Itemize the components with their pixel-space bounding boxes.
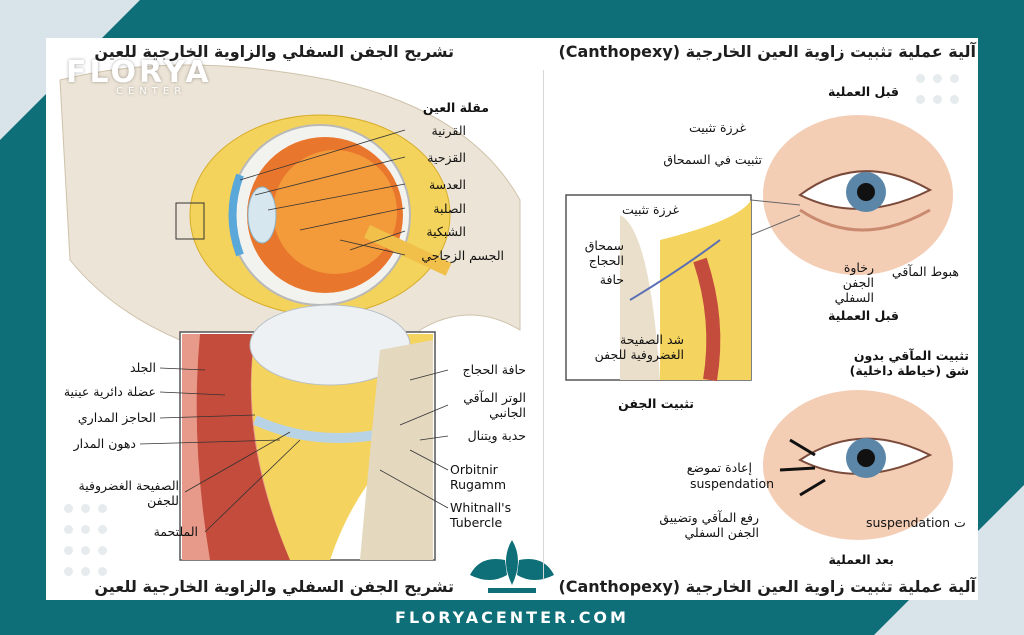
brand-sub: CENTER bbox=[116, 86, 187, 97]
label-whitnall-tubercle-ar: حدبة ويتنال bbox=[467, 428, 526, 443]
label-whitnall-en: Whitnall's Tubercle bbox=[450, 500, 512, 530]
left-title-bottom: تشريح الجفن السفلي والزاوية الخارجية للع… bbox=[94, 577, 454, 596]
lens bbox=[247, 186, 277, 244]
after-pupil bbox=[857, 449, 875, 467]
label-septum: الحاجز المداري bbox=[77, 410, 156, 425]
website-footer[interactable]: FLORYACENTER.COM bbox=[395, 608, 629, 627]
label-eyeball: مقلة العين bbox=[422, 100, 489, 115]
label-lift-canthus: رفع المآقي وتضييق الجفن السفلي bbox=[659, 510, 759, 540]
label-inset-tarsal-tighten: شد الصفيحة الغضروفية للجفن bbox=[594, 332, 684, 362]
arrow-3 bbox=[799, 478, 826, 497]
dot-pattern-right bbox=[912, 70, 963, 112]
center-divider bbox=[543, 70, 544, 580]
orbital-rim bbox=[360, 340, 433, 560]
label-cornea: القرنية bbox=[431, 123, 466, 138]
inset-muscle bbox=[693, 257, 721, 382]
label-skin: الجلد bbox=[129, 360, 156, 375]
label-before-op: قبل العملية bbox=[828, 84, 899, 99]
zoom-line-1 bbox=[750, 199, 801, 206]
leaf-logo-icon bbox=[470, 540, 554, 593]
zoom-line-2 bbox=[750, 214, 801, 236]
label-conjunctiva: الملتحمة bbox=[153, 524, 198, 539]
label-vitreous: الجسم الزجاجي bbox=[421, 248, 504, 263]
label-lateral-canthal-tendon: الوتر المآقي الجانبي bbox=[463, 390, 526, 420]
label-orbital-rim: حافة الحجاج bbox=[462, 362, 526, 377]
inset-suture bbox=[629, 239, 721, 301]
label-lens: العدسة bbox=[428, 177, 466, 192]
label-iris: القزحية bbox=[427, 150, 466, 165]
label-retina: الشبكية bbox=[426, 224, 466, 239]
dot-pattern-left bbox=[60, 500, 111, 584]
label-method-title: تثبيت المآقي بدون شق (خياطة داخلية) bbox=[849, 348, 969, 378]
label-stitch: غرزة تثبيت bbox=[688, 120, 746, 135]
label-orbicularis: عضلة دائرية عينية bbox=[63, 384, 156, 399]
label-after-op: بعد العملية bbox=[828, 552, 894, 567]
label-inset-stitch: غرزة تثبيت bbox=[621, 202, 679, 217]
label-sclera: الصلبة bbox=[433, 201, 466, 216]
left-title-top: تشريح الجفن السفلي والزاوية الخارجية للع… bbox=[94, 42, 454, 61]
label-suspendation: suspendation bbox=[690, 476, 775, 491]
cornea bbox=[228, 173, 244, 257]
before-droop-lid bbox=[799, 208, 931, 232]
label-before-op-2: قبل العملية bbox=[828, 308, 899, 323]
arrow-2 bbox=[779, 466, 816, 472]
label-inset-caption: تثبيت الجفن bbox=[618, 396, 694, 411]
before-pupil bbox=[857, 183, 875, 201]
label-inset-periosteum: سمحاق الحجاج bbox=[584, 238, 624, 268]
right-title-top: آلية عملية تثبيت زاوية العين الخارجية (C… bbox=[558, 42, 976, 61]
label-orbital-rim-en: Orbitnir Rugamm bbox=[450, 462, 506, 492]
brand-name: FLORYA bbox=[66, 55, 212, 90]
vitreous-body bbox=[273, 150, 397, 274]
label-periosteum-fix: تثبيت في السمحاق bbox=[663, 152, 762, 167]
label-droop-canthus: هبوط المآقي bbox=[891, 264, 959, 279]
zoom-box bbox=[175, 202, 205, 240]
inset-bone bbox=[620, 215, 660, 380]
arrow-1 bbox=[789, 438, 816, 457]
right-title-bottom: آلية عملية تثبيت زاوية العين الخارجية (C… bbox=[558, 577, 976, 596]
label-lax-lid: رخاوة الجفن السفلي bbox=[834, 260, 874, 305]
brand-logo: FLORYA CENTER bbox=[66, 55, 212, 97]
label-inset-rim: حافة bbox=[599, 272, 624, 287]
muscle-layer bbox=[196, 334, 290, 560]
label-reposition: إعادة تموضع bbox=[686, 460, 752, 475]
label-orbital-fat: دهون المدار bbox=[73, 436, 136, 451]
label-tarsal-plate: الصفيحة الغضروفية للجفن bbox=[78, 478, 180, 508]
label-suspendation-2: suspendation ت bbox=[866, 515, 966, 530]
